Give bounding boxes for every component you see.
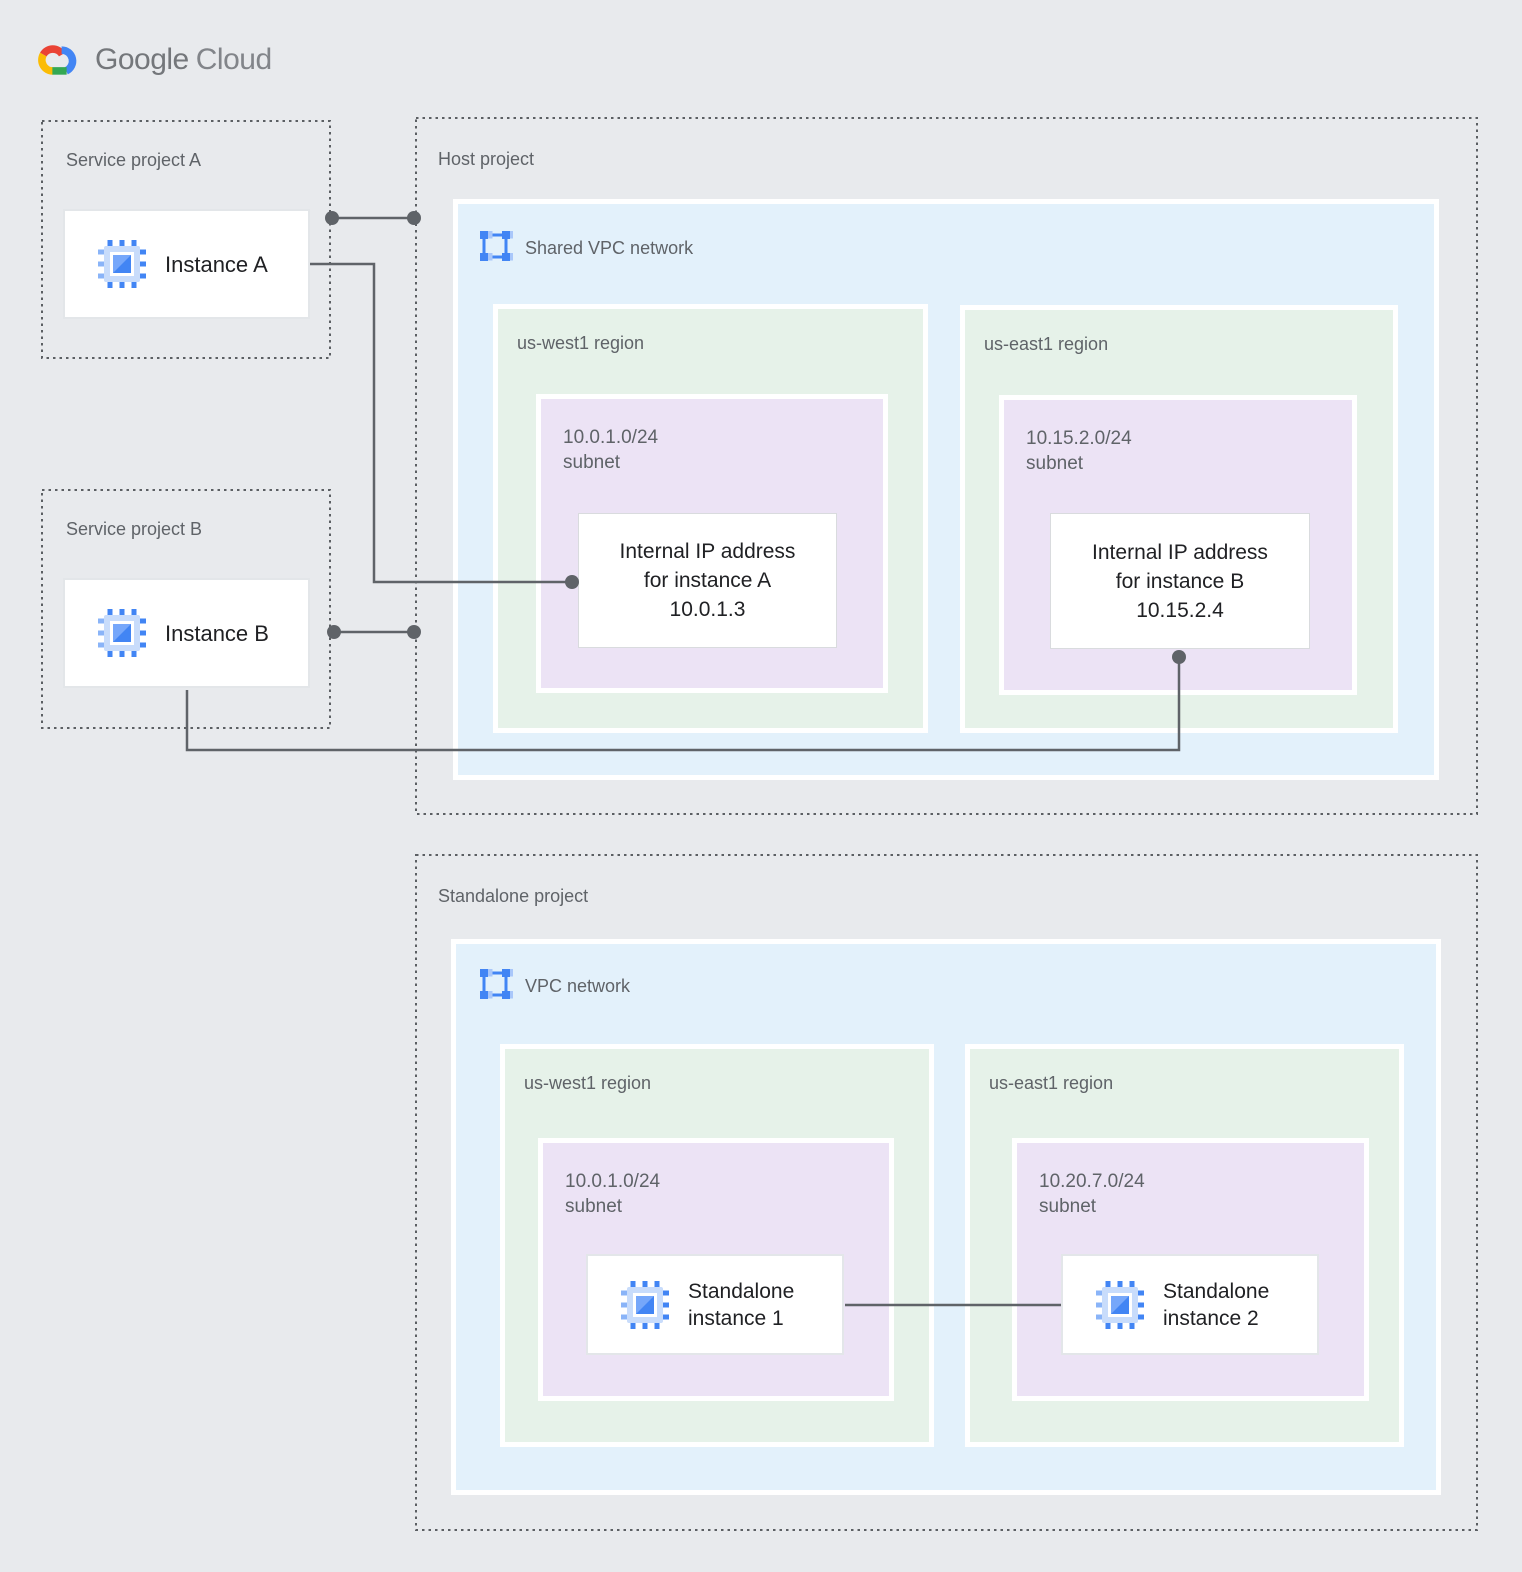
vpc-network-icon	[477, 966, 515, 1007]
host-region-us-west1-label: us-west1 region	[517, 333, 645, 353]
standalone-instance-2-label: Standalone instance 2	[1163, 1278, 1269, 1332]
compute-instance-icon	[621, 1280, 669, 1329]
standalone-instance-2-card: Standalone instance 2	[1061, 1254, 1319, 1355]
shared-vpc-network-label: Shared VPC network	[525, 238, 694, 258]
ip-card-line2: for instance B	[1115, 569, 1245, 593]
host-project-label: Host project	[438, 149, 535, 169]
subnet-word: subnet	[563, 452, 621, 473]
subnet-cidr: 10.20.7.0/24	[1039, 1171, 1145, 1192]
host-region-us-east1: us-east1 region 10.15.2.0/24 subnet Inte…	[965, 310, 1393, 728]
subnet-word: subnet	[1026, 453, 1084, 474]
standalone-subnet-us-east1: 10.20.7.0/24 subnet Standalone instance …	[1017, 1143, 1364, 1396]
instance-label-line2: instance 2	[1163, 1306, 1259, 1330]
compute-instance-icon	[98, 240, 146, 288]
internal-ip-card-instance-b: Internal IP address for instance B 10.15…	[1050, 513, 1310, 649]
host-region-us-east1-label: us-east1 region	[984, 334, 1109, 354]
standalone-project-label: Standalone project	[438, 886, 589, 906]
subnet-word: subnet	[565, 1196, 623, 1217]
subnet-cidr: 10.0.1.0/24	[565, 1171, 661, 1192]
subnet-cidr: 10.0.1.0/24	[563, 427, 659, 448]
shared-vpc-network-box: Shared VPC network us-west1 region 10.0.…	[458, 204, 1434, 775]
standalone-instance-1-label: Standalone instance 1	[688, 1278, 794, 1332]
host-subnet-us-west1-label: 10.0.1.0/24 subnet	[563, 425, 658, 475]
google-cloud-logo-icon	[38, 45, 77, 75]
standalone-region-us-west1-label: us-west1 region	[524, 1073, 652, 1093]
ip-card-line1: Internal IP address	[1092, 540, 1268, 564]
instance-a-card: Instance A	[63, 209, 310, 319]
instance-label-line2: instance 1	[688, 1306, 784, 1330]
compute-instance-icon	[1096, 1280, 1144, 1329]
host-subnet-us-east1-label: 10.15.2.0/24 subnet	[1026, 426, 1132, 476]
logo-word-cloud: Cloud	[195, 43, 272, 76]
standalone-vpc-network-box: VPC network us-west1 region 10.0.1.0/24 …	[456, 944, 1436, 1490]
instance-a-label: Instance A	[165, 251, 268, 277]
service-project-a-label: Service project A	[66, 150, 202, 170]
instance-label-line1: Standalone	[688, 1279, 795, 1303]
ip-card-line3: 10.0.1.3	[669, 598, 746, 621]
ip-card-line1: Internal IP address	[619, 540, 796, 563]
standalone-subnet-us-west1-label: 10.0.1.0/24 subnet	[565, 1169, 660, 1219]
instance-b-label: Instance B	[165, 620, 269, 646]
instance-label-line1: Standalone	[1163, 1279, 1270, 1303]
standalone-instance-1-card: Standalone instance 1	[586, 1254, 844, 1355]
standalone-region-us-east1: us-east1 region 10.20.7.0/24 subnet Stan…	[970, 1049, 1399, 1442]
service-project-b: Service project B Instance B	[42, 490, 330, 728]
service-project-a: Service project A Instance A	[42, 121, 330, 358]
service-project-b-label: Service project B	[66, 519, 203, 539]
internal-ip-card-instance-a: Internal IP address for instance A 10.0.…	[578, 513, 837, 648]
host-subnet-us-east1: 10.15.2.0/24 subnet Internal IP address …	[1004, 400, 1352, 690]
subnet-cidr: 10.15.2.0/24	[1026, 428, 1132, 449]
standalone-subnet-us-east1-label: 10.20.7.0/24 subnet	[1039, 1169, 1145, 1219]
vpc-network-icon	[477, 228, 515, 269]
compute-instance-icon	[98, 609, 146, 657]
host-region-us-west1: us-west1 region 10.0.1.0/24 subnet Inter…	[498, 309, 923, 728]
logo-word-google: Google	[95, 43, 189, 76]
standalone-vpc-network-label: VPC network	[525, 976, 631, 996]
host-subnet-us-west1: 10.0.1.0/24 subnet Internal IP address f…	[541, 399, 883, 688]
standalone-region-us-west1: us-west1 region 10.0.1.0/24 subnet Stand…	[505, 1049, 929, 1442]
ip-card-line2: for instance A	[643, 569, 772, 592]
standalone-subnet-us-west1: 10.0.1.0/24 subnet Standalone instance 1	[543, 1143, 889, 1396]
standalone-region-us-east1-label: us-east1 region	[989, 1073, 1114, 1093]
ip-card-line3: 10.15.2.4	[1136, 598, 1224, 622]
subnet-word: subnet	[1039, 1196, 1097, 1217]
instance-b-card: Instance B	[63, 578, 310, 688]
